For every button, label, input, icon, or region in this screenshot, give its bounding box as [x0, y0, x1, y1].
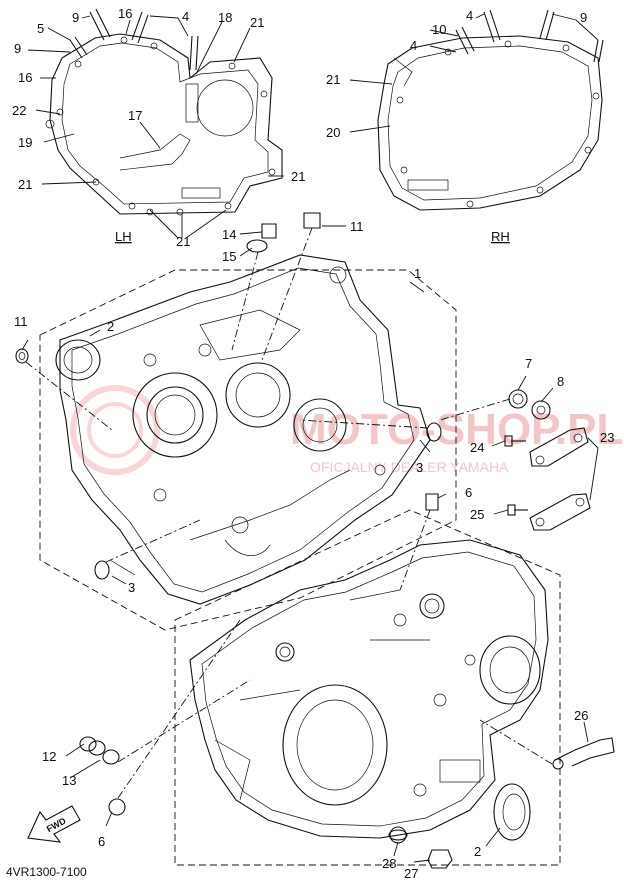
callout-1: 1 [414, 266, 421, 281]
callout-21-lh-left: 21 [18, 177, 32, 192]
callout-4-lh: 4 [182, 9, 189, 24]
callout-21-lh-top: 21 [250, 15, 264, 30]
callout-14: 14 [222, 227, 236, 242]
callout-16-lh-top: 16 [118, 6, 132, 21]
callout-11-top: 11 [350, 219, 364, 234]
callout-18: 18 [218, 10, 232, 25]
callout-9-rh: 9 [580, 10, 587, 25]
diagram-code: 4VR1300-7100 [6, 865, 87, 879]
callout-26: 26 [574, 708, 588, 723]
callout-19: 19 [18, 135, 32, 150]
callout-11-left: 11 [14, 314, 28, 329]
lh-gasket [45, 8, 283, 216]
callout-21-lh-right: 21 [291, 169, 305, 184]
right-crankcase [174, 509, 561, 866]
callout-27: 27 [404, 866, 418, 881]
callout-numbers: 5 9 16 4 18 21 9 16 22 17 19 21 21 21 LH… [12, 6, 614, 881]
callout-2-top: 2 [107, 319, 114, 334]
fwd-arrow-icon: FWD [27, 805, 81, 843]
watermark-sub-text: OFICJALNY DEALER YAMAHA [310, 459, 509, 475]
callout-23: 23 [600, 430, 614, 445]
callout-4-rh-left: 4 [410, 38, 417, 53]
callout-2-bottom: 2 [474, 844, 481, 859]
callout-15: 15 [222, 249, 236, 264]
leader-lines [21, 13, 599, 863]
callout-17: 17 [128, 108, 142, 123]
callout-10: 10 [432, 22, 446, 37]
callout-7: 7 [525, 356, 532, 371]
callout-6-left: 6 [98, 834, 105, 849]
callout-6-right: 6 [465, 485, 472, 500]
small-parts: FWD [15, 212, 615, 869]
callout-21-lh-bottom: 21 [176, 234, 190, 249]
callout-4-rh-top: 4 [466, 8, 473, 23]
callout-3-left: 3 [128, 580, 135, 595]
callout-28: 28 [382, 856, 396, 871]
callout-8: 8 [557, 374, 564, 389]
callout-9-lh-a: 9 [72, 10, 79, 25]
left-crankcase [39, 254, 457, 631]
callout-16-lh-left: 16 [18, 70, 32, 85]
callout-5: 5 [37, 21, 44, 36]
rh-label: RH [491, 229, 510, 244]
callout-21-rh: 21 [326, 72, 340, 87]
callout-20: 20 [326, 125, 340, 140]
callout-22: 22 [12, 103, 26, 118]
lh-label: LH [115, 229, 132, 244]
callout-3-right: 3 [416, 460, 423, 475]
callout-13: 13 [62, 773, 76, 788]
callout-25: 25 [470, 507, 484, 522]
callout-12: 12 [42, 749, 56, 764]
rh-gasket [377, 9, 604, 211]
callout-9-lh-b: 9 [14, 41, 21, 56]
callout-24: 24 [470, 440, 484, 455]
